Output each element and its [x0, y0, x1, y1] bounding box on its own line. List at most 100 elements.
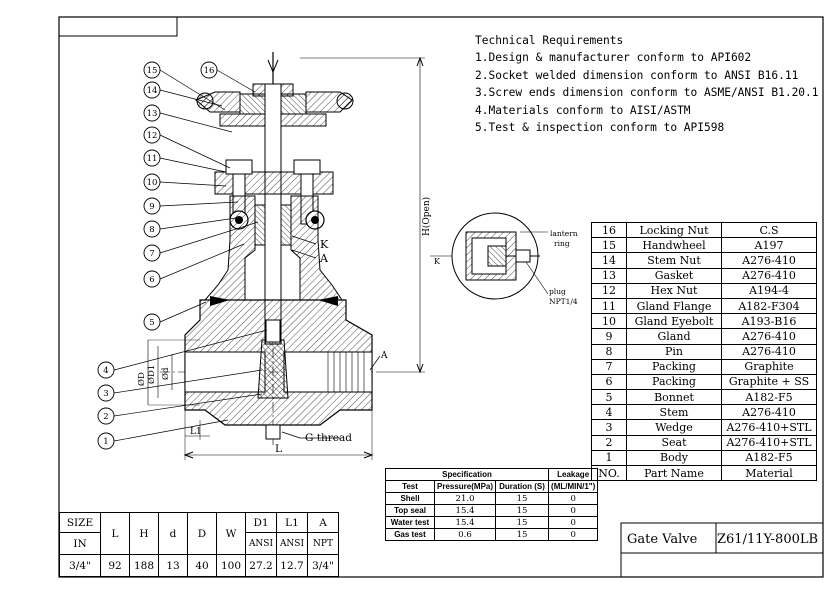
- callout-1: 1: [103, 437, 108, 447]
- spec-h-duration: Duration (S): [495, 480, 550, 493]
- parts-material: A182-F304: [721, 297, 817, 315]
- label-l: L: [275, 443, 282, 455]
- parts-name: Handwheel: [626, 237, 722, 254]
- parts-material: A197: [721, 237, 817, 254]
- parts-material: Graphite + SS: [721, 373, 817, 391]
- spec-pressure: 21.0: [433, 492, 497, 505]
- parts-name: Pin: [626, 343, 722, 360]
- dim-in-label: IN: [59, 532, 101, 555]
- callout-2: 2: [103, 412, 108, 422]
- parts-no: 8: [591, 343, 627, 360]
- callout-9: 9: [149, 202, 154, 212]
- label-d-small: Ød: [160, 367, 171, 380]
- label-d-big: ØD: [136, 372, 147, 386]
- parts-material: A194-4: [721, 282, 817, 299]
- parts-no: 11: [591, 297, 627, 315]
- parts-material: A276-410+STL: [721, 434, 817, 451]
- spec-leakage-value: 0: [548, 492, 599, 505]
- parts-material: C.S: [721, 221, 817, 239]
- label-d1: ØD1: [146, 365, 157, 384]
- dim-col-a: A: [307, 512, 339, 533]
- spec-leakage-value: 0: [548, 516, 599, 529]
- spec-test: Top seal: [385, 504, 435, 517]
- parts-name: Gland: [626, 328, 722, 345]
- dim-col-h: H: [129, 512, 159, 555]
- title-block: [620, 522, 824, 554]
- spec-duration: 15: [495, 492, 550, 505]
- parts-no: 15: [591, 237, 627, 254]
- spec-h-test: Test: [385, 480, 435, 493]
- dim-sub-l1: ANSI: [276, 532, 308, 555]
- parts-no: 4: [591, 404, 627, 421]
- parts-no: 2: [591, 434, 627, 451]
- tech-item-4: 4.Materials conform to AISI/ASTM: [475, 103, 691, 117]
- parts-name: Packing: [626, 373, 722, 391]
- label-a-section: A: [380, 351, 388, 361]
- parts-material: Graphite: [721, 358, 817, 375]
- dim-val-size: 3/4": [59, 554, 101, 577]
- spec-duration: 15: [495, 516, 550, 529]
- spec-pressure: 0.6: [433, 528, 497, 541]
- spec-leakage-value: 0: [548, 504, 599, 517]
- parts-no: 16: [591, 221, 627, 239]
- dim-sub-a: NPT: [307, 532, 339, 555]
- parts-no: 14: [591, 252, 627, 269]
- valve-body: [184, 299, 373, 440]
- callout-numbers: 15 16 14 13 12 11 10 9 8 7 6 5 4 3 2 1: [103, 66, 214, 447]
- callout-14: 14: [147, 86, 158, 96]
- spec-leakage: Leakage: [548, 468, 599, 481]
- label-ring: ring: [554, 239, 570, 248]
- callout-7: 7: [149, 249, 154, 259]
- spec-pressure: 15.4: [433, 504, 497, 517]
- spec-pressure: 15.4: [433, 516, 497, 529]
- tech-item-3: 3.Screw ends dimension conform to ASME/A…: [475, 86, 819, 100]
- parts-no: 5: [591, 389, 627, 406]
- parts-name: Body: [626, 449, 722, 467]
- parts-name: Stem: [626, 404, 722, 421]
- parts-no: 10: [591, 313, 627, 330]
- parts-material: A182-F5: [721, 389, 817, 406]
- dim-col-d1: D1: [245, 512, 277, 533]
- parts-name: Part Name: [626, 464, 722, 482]
- tech-item-1: 1.Design & manufacturer conform to API60…: [475, 51, 752, 65]
- dim-val-dd: 40: [187, 554, 217, 577]
- dim-sub-d1: ANSI: [245, 532, 277, 555]
- dimension-table: SIZE L H d D W D1 L1 A IN ANSI ANSI NPT …: [59, 512, 339, 577]
- spec-test: Shell: [385, 492, 435, 505]
- label-lantern: lantern: [550, 229, 578, 238]
- label-npt: NPT1/4: [549, 297, 578, 306]
- spec-leakage-value: 0: [548, 528, 599, 541]
- spec-title: Specification: [384, 468, 550, 481]
- parts-no: 12: [591, 282, 627, 299]
- callout-circles: [97, 61, 218, 450]
- spec-duration: 15: [495, 504, 550, 517]
- callout-5: 5: [149, 318, 154, 328]
- label-a: A: [319, 252, 329, 265]
- parts-no: 3: [591, 419, 627, 436]
- label-h-open: H(Open): [421, 197, 432, 236]
- dim-val-h: 188: [129, 554, 159, 577]
- tech-title: Technical Requirements: [475, 34, 624, 47]
- parts-material: A193-B16: [721, 313, 817, 330]
- parts-no: 9: [591, 328, 627, 345]
- drawing-labels: K A A G thread L L1 K lantern ring plug …: [136, 197, 578, 455]
- dim-col-l: L: [100, 512, 130, 555]
- corner-box: [58, 16, 178, 37]
- title-block-name: Gate Valve: [627, 532, 698, 547]
- callout-6: 6: [149, 275, 154, 285]
- sheet-border: [58, 16, 824, 578]
- detail-k-view: [430, 212, 549, 300]
